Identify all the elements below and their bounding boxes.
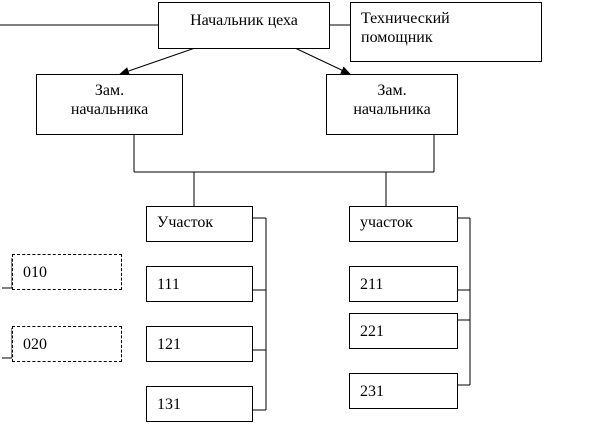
unit-box-231: 231 (349, 373, 458, 409)
assistant-box: Технический помощник (350, 2, 542, 62)
arrow-to-deputy-left (119, 47, 196, 75)
external-unit-box-020: 020 (12, 326, 122, 362)
deputy-left-line2: начальника (70, 101, 149, 118)
head-label: Начальник цеха (190, 12, 298, 29)
external-unit-label-020: 020 (23, 336, 47, 353)
deputy-left-box: Зам. начальника (36, 74, 183, 135)
assistant-label-line2: помощник (361, 29, 433, 46)
assistant-label-line1: Технический (361, 10, 450, 27)
unit-label-111: 111 (157, 276, 180, 293)
unit-box-111: 111 (146, 266, 253, 302)
external-unit-box-010: 010 (12, 254, 122, 290)
section-right-title-box: участок (349, 206, 458, 242)
unit-box-121: 121 (146, 326, 253, 362)
deputy-right-line1: Зам. (377, 82, 407, 99)
unit-label-211: 211 (360, 276, 384, 293)
deputy-right-box: Зам. начальника (326, 74, 458, 135)
external-unit-label-010: 010 (23, 264, 47, 281)
unit-box-221: 221 (349, 313, 458, 349)
unit-label-121: 121 (157, 336, 181, 353)
section-right-title: участок (360, 214, 413, 231)
unit-label-221: 221 (360, 323, 384, 340)
unit-label-131: 131 (157, 396, 181, 413)
section-left-title: Участок (157, 214, 214, 231)
deputy-right-line2: начальника (353, 101, 431, 118)
unit-box-211: 211 (349, 266, 458, 302)
arrow-to-deputy-right (294, 47, 351, 75)
section-left-title-box: Участок (146, 206, 253, 242)
deputy-left-line1: Зам. (94, 82, 125, 99)
head-box: Начальник цеха (158, 2, 330, 49)
unit-label-231: 231 (360, 383, 384, 400)
unit-box-131: 131 (146, 386, 253, 422)
